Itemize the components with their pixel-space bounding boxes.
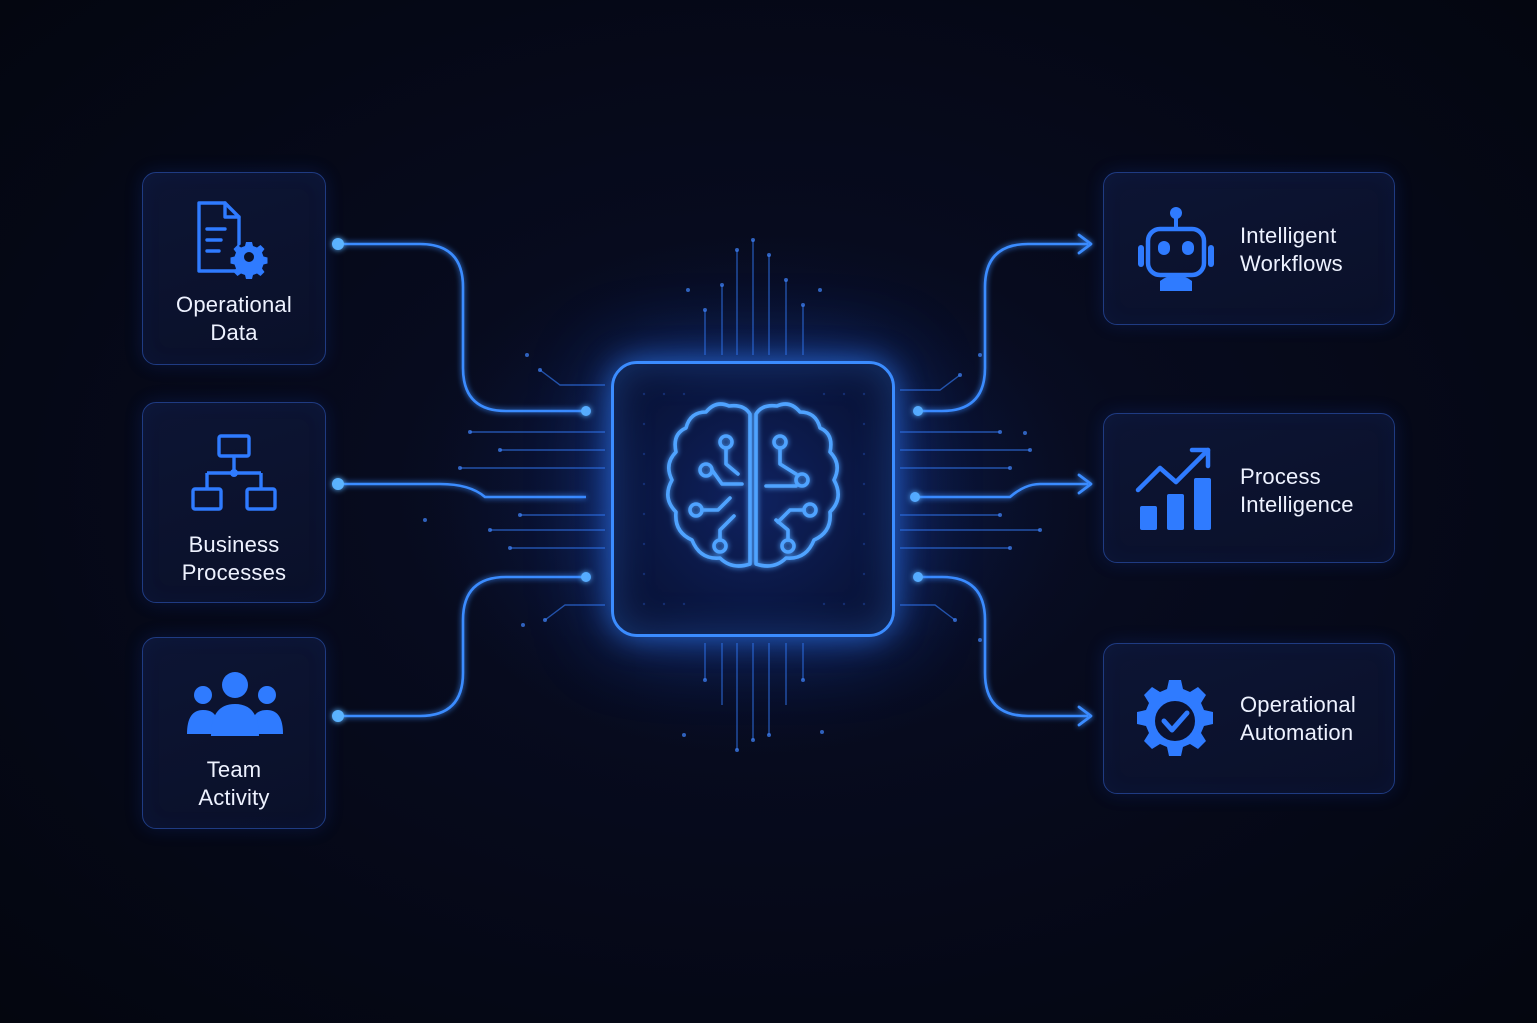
connector-business-processes xyxy=(338,482,586,499)
ai-brain-circuit-icon xyxy=(642,392,866,606)
input-card-label: Team Activity xyxy=(198,757,270,811)
robot-icon xyxy=(1138,207,1214,291)
output-card-label: Intelligent Workflows xyxy=(1240,223,1343,277)
input-card-team-activity[interactable]: Team Activity xyxy=(142,637,326,829)
arrow-head-icon xyxy=(1077,233,1093,255)
output-card-label: Process Intelligence xyxy=(1240,464,1354,518)
arrow-head-icon xyxy=(1077,473,1093,495)
connector-process-intelligence xyxy=(915,482,1088,499)
input-card-operational-data[interactable]: Operational Data xyxy=(142,172,326,365)
connector-operational-automation xyxy=(918,575,1088,718)
flowchart-icon xyxy=(191,434,277,511)
input-card-label: Operational Data xyxy=(176,292,292,346)
team-people-icon xyxy=(187,672,283,736)
gear-check-icon xyxy=(1137,680,1213,756)
connector-dots xyxy=(332,238,923,722)
growth-chart-icon xyxy=(1135,447,1211,530)
document-gear-icon xyxy=(197,201,268,279)
input-card-business-processes[interactable]: Business Processes xyxy=(142,402,326,603)
connector-intelligent-workflows xyxy=(918,242,1088,413)
output-card-operational-automation[interactable]: Operational Automation xyxy=(1103,643,1395,794)
output-card-label: Operational Automation xyxy=(1240,692,1356,746)
arrow-head-icon xyxy=(1077,705,1093,727)
output-connectors xyxy=(915,242,1088,718)
input-card-label: Business Processes xyxy=(181,532,287,586)
output-card-intelligent-workflows[interactable]: Intelligent Workflows xyxy=(1103,172,1395,325)
arrow-heads xyxy=(1077,233,1093,727)
circuit-traces xyxy=(460,240,1040,750)
connector-operational-data xyxy=(338,242,586,413)
output-card-process-intelligence[interactable]: Process Intelligence xyxy=(1103,413,1395,563)
input-connectors xyxy=(338,242,586,718)
ai-core-processor[interactable] xyxy=(611,361,895,637)
circuit-dots xyxy=(423,238,1107,752)
connector-team-activity xyxy=(338,575,586,718)
